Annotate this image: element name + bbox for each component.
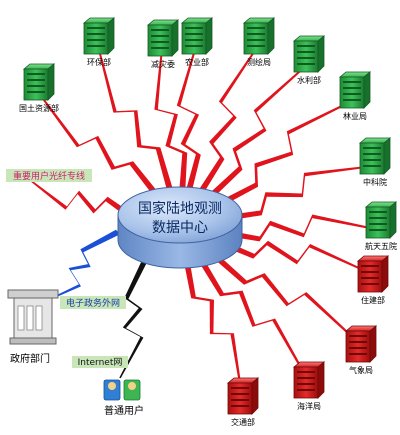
server-icon [22,63,56,101]
egov-link-label-box [60,296,126,309]
link-bolt-red-2 [177,222,309,381]
server-label: 国土资源部 [19,103,59,113]
server-label: 中科院 [363,177,387,187]
server-label: 海洋局 [297,401,321,411]
fiber-link-label-text: 重要用户光纤专线 [13,170,85,182]
server-label: 住建部 [361,295,385,305]
fiber-link-label: 重要用户光纤专线 [6,169,92,182]
server-icon [226,377,260,415]
green-server-group: 国土资源部 环保部 减灾委农业部 测绘局水利部林业局中科院航天五院 [19,17,398,251]
link-bolt-green-5 [177,63,309,228]
gov-department-label: 政府部门 [10,352,50,365]
green-server-4: 测绘局 [242,17,276,67]
red-server-2: 海洋局 [292,361,326,411]
users-icon [103,379,141,401]
internet-link-bolt [119,249,153,379]
public-users-label: 普通用户 [104,404,144,417]
red-server-0: 住建部 [356,255,390,305]
data-center-title-line2: 数据中心 [152,220,208,236]
internet-link-label-box [72,356,128,368]
server-icon [364,201,398,239]
server-icon [292,35,326,73]
server-icon [82,17,116,55]
internet-link-label: Internet网 [72,356,128,368]
data-center-title-line1: 国家陆地观测 [138,200,222,217]
egov-link-label-text: 电子政务外网 [66,297,120,309]
server-label: 环保部 [87,57,111,67]
server-label: 交通部 [231,417,255,427]
link-bolt-red-0 [179,221,373,275]
red-server-1: 气象局 [344,325,378,375]
internet-link-label-text: Internet网 [78,357,123,368]
server-icon [180,17,214,55]
server-label: 农业部 [185,57,209,67]
link-bolt-green-3 [176,45,201,226]
egov-link-label: 电子政务外网 [60,296,126,309]
link-bolt-green-0 [37,91,183,228]
link-bolt-green-4 [176,45,259,227]
green-server-2: 减灾委 [146,19,180,69]
link-bolt-green-1 [97,45,184,227]
link-bolt-green-6 [178,99,355,228]
data-center-node: 国家陆地观测 数据中心 [117,186,243,269]
gov-department-node: 政府部门 [7,289,59,365]
server-icon [338,71,372,109]
server-label: 航天五院 [365,241,397,251]
server-icon [146,19,180,57]
server-icon [356,255,390,293]
egov-link-bolt [47,229,121,301]
green-server-1: 环保部 [82,17,116,67]
data-center-top [117,186,243,244]
fiber-link-bolt [29,179,152,234]
green-server-3: 农业部 [180,17,214,67]
public-users-node: 普通用户 [103,379,144,417]
link-bolt-green-7 [179,165,375,229]
green-server-7: 中科院 [358,137,392,187]
gov-building-icon [7,289,59,345]
server-icon [242,17,276,55]
green-server-5: 水利部 [292,35,326,85]
server-label: 测绘局 [247,57,271,67]
link-bolt-red-1 [178,222,361,345]
green-server-0: 国土资源部 [19,63,59,113]
server-icon [358,137,392,175]
link-bolt-green-2 [154,47,188,226]
server-label: 减灾委 [151,59,175,69]
server-icon [344,325,378,363]
fiber-link-label-box [6,169,92,182]
green-server-6: 林业局 [338,71,372,121]
red-server-3: 交通部 [226,377,260,427]
server-label: 林业局 [343,111,367,121]
green-server-8: 航天五院 [364,201,398,251]
server-label: 水利部 [297,75,321,85]
server-label: 气象局 [349,365,373,375]
server-icon [292,361,326,399]
